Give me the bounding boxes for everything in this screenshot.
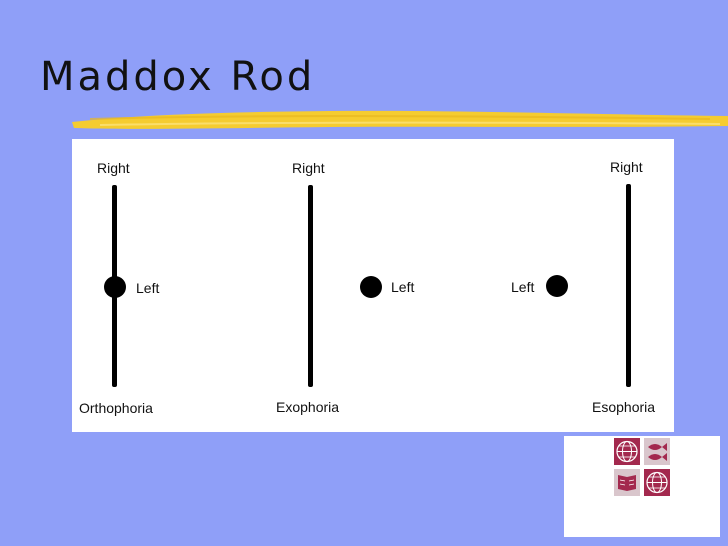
panel-3-condition-label: Esophoria — [592, 399, 656, 415]
panel-1-light-dot — [104, 276, 126, 298]
logo-panel — [564, 436, 720, 537]
panel-1-right-label: Right — [97, 160, 130, 176]
panel-1-condition-label: Orthophoria — [79, 400, 153, 416]
panel-2-right-label: Right — [292, 160, 325, 176]
slide-title: Maddox Rod — [40, 54, 316, 100]
panel-2-condition-label: Exophoria — [276, 399, 340, 415]
institution-crest-icon — [614, 438, 670, 496]
panel-3-right-label: Right — [610, 159, 643, 175]
panel-2-light-dot — [360, 276, 382, 298]
panel-2-rod-line — [308, 185, 313, 387]
panel-3-light-dot — [546, 275, 568, 297]
panel-3-left-label: Left — [511, 279, 535, 295]
panel-3-rod-line — [626, 184, 631, 387]
maddox-rod-diagram: Right Left Orthophoria Right Left Exopho… — [72, 139, 674, 432]
highlighter-underline — [72, 110, 728, 129]
panel-2-left-label: Left — [391, 279, 415, 295]
panel-1-left-label: Left — [136, 280, 160, 296]
